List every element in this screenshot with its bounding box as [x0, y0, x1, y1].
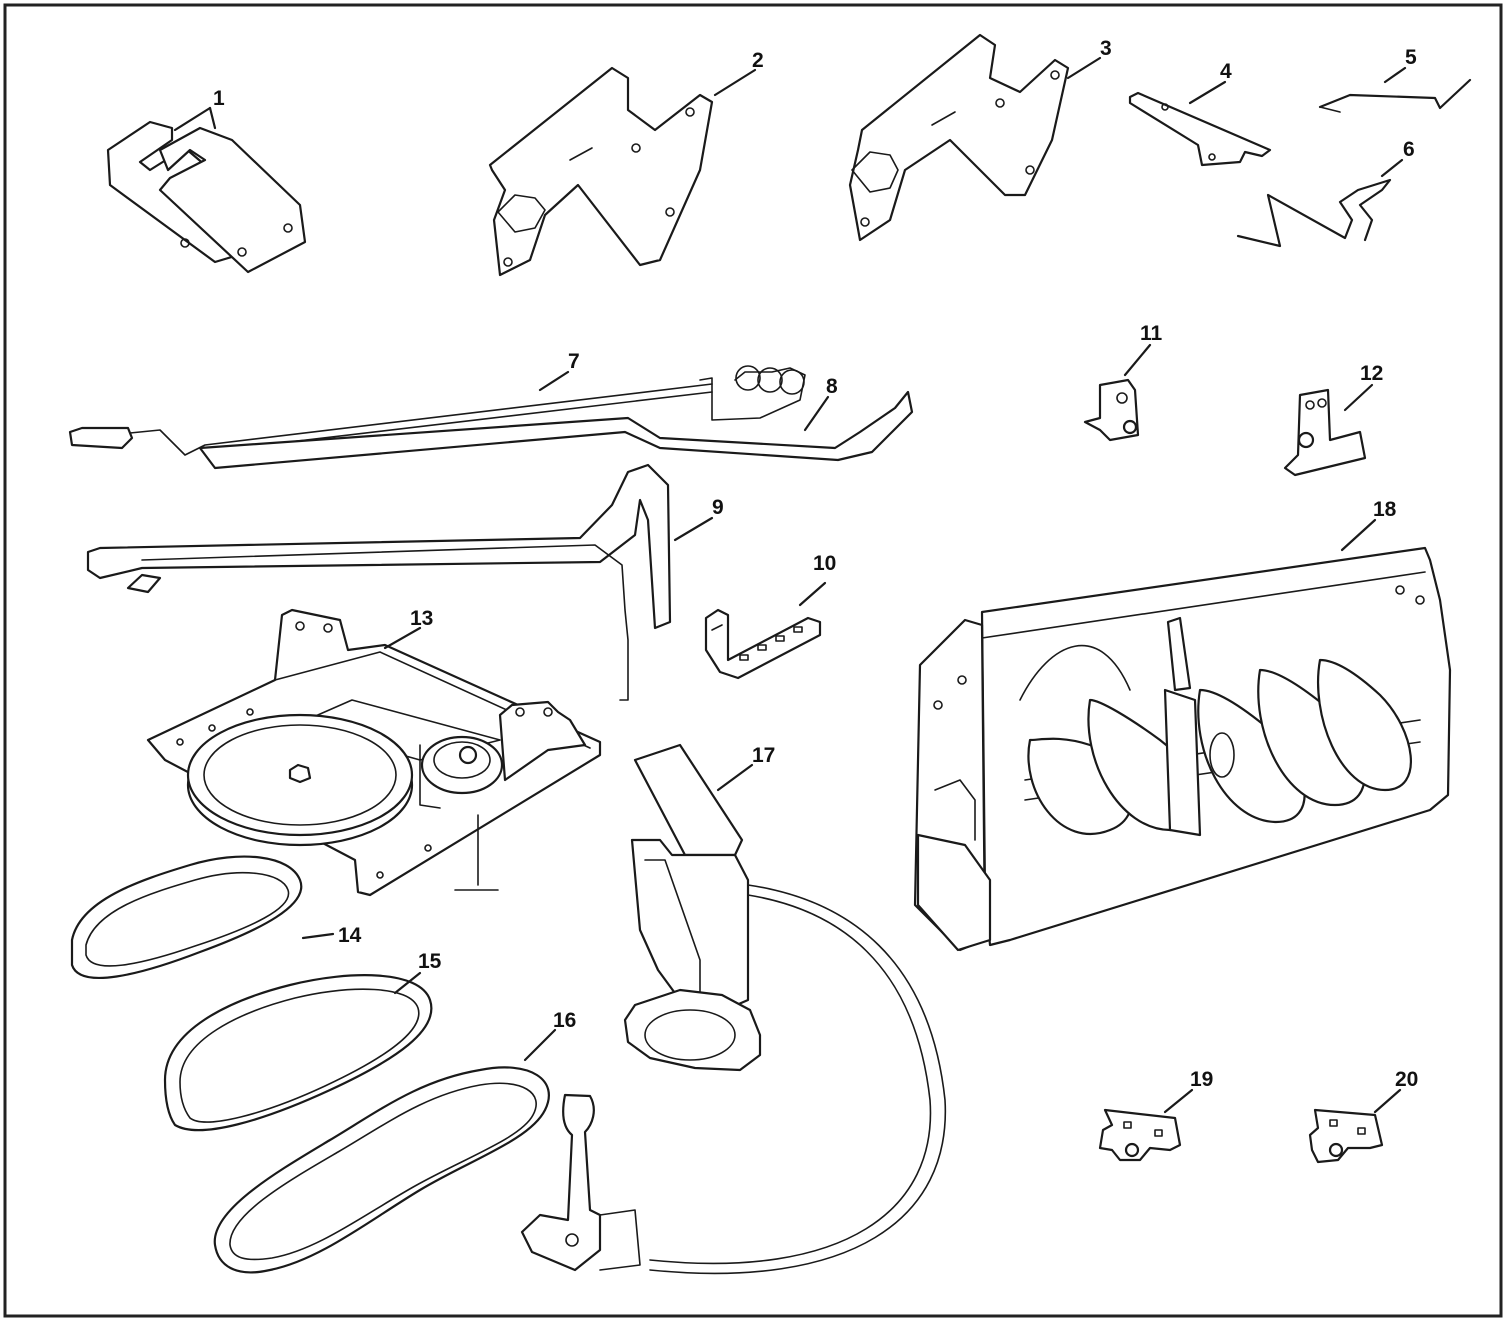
part-16-belt: [213, 1066, 550, 1274]
callout-6: 6: [1403, 138, 1415, 161]
callout-16: 16: [553, 1009, 576, 1032]
callout-9: 9: [712, 496, 724, 519]
part-1-plates: [106, 120, 307, 274]
part-4-flat-bar: [1128, 91, 1272, 167]
callout-15: 15: [418, 950, 442, 973]
callout-17: 17: [752, 744, 775, 767]
part-17-chute: [623, 743, 947, 1275]
callout-2: 2: [752, 49, 764, 72]
callout-7: 7: [568, 350, 580, 373]
callout-20: 20: [1395, 1068, 1418, 1091]
callout-12: 12: [1360, 362, 1383, 385]
part-15-belt: [163, 974, 433, 1132]
part-2-side-bracket: [488, 66, 714, 277]
auger-flights: [1027, 616, 1412, 837]
part-6-bent-rod: [1236, 178, 1392, 248]
part-14-belt: [70, 855, 303, 980]
callout-3: 3: [1100, 37, 1112, 60]
callout-1: 1: [213, 87, 225, 110]
callouts: 1 2 3 4 5 6 7 8 9 10 11 12 13 14 15 16 1…: [213, 37, 1418, 1091]
part-9-chute-rod: [86, 463, 672, 701]
part-7-8-handle-assembly: [68, 365, 914, 470]
part-13-pulley-frame: [146, 608, 602, 897]
callout-10: 10: [813, 552, 836, 575]
callout-19: 19: [1190, 1068, 1213, 1091]
chute-control-handle: [520, 1093, 641, 1272]
leader-lines: [173, 56, 1407, 1114]
part-3-side-bracket: [848, 33, 1070, 242]
callout-11: 11: [1140, 322, 1163, 345]
part-20-small-plate: [1308, 1108, 1384, 1164]
part-10-bracket: [704, 608, 822, 680]
part-5-rod: [1318, 78, 1472, 113]
callout-8: 8: [826, 375, 838, 398]
part-18-auger-housing: [913, 546, 1452, 952]
callout-14: 14: [338, 924, 362, 947]
callout-4: 4: [1220, 60, 1232, 83]
part-12-small-bracket: [1283, 388, 1367, 477]
callout-13: 13: [410, 607, 433, 630]
callout-18: 18: [1373, 498, 1397, 521]
part-11-small-bracket: [1083, 378, 1140, 442]
part-19-small-plate: [1098, 1108, 1182, 1162]
callout-5: 5: [1405, 46, 1417, 69]
